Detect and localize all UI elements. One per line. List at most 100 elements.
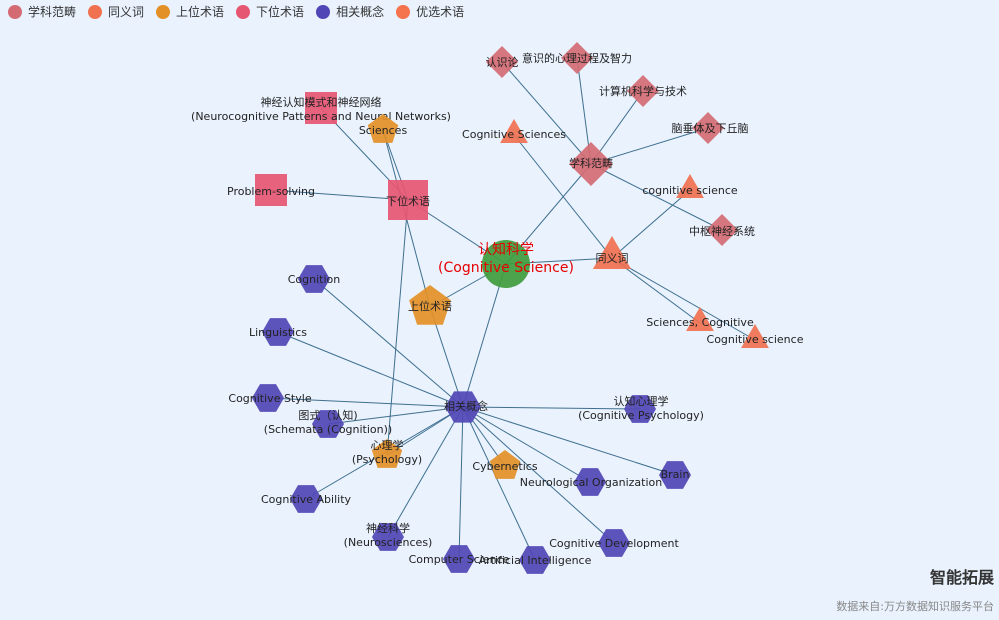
legend-dot-icon bbox=[316, 4, 331, 19]
hexagon-icon bbox=[290, 485, 322, 513]
brand-title: 智能拓展 bbox=[929, 568, 994, 587]
node-swsy[interactable]: 上位术语 bbox=[408, 285, 452, 325]
node-tyc[interactable]: 同义词 bbox=[592, 236, 632, 269]
node-schema[interactable]: 图式（认知)(Schemata (Cognition)) bbox=[264, 408, 392, 438]
hexagon-icon bbox=[252, 384, 284, 412]
node-label: Computer Science bbox=[409, 553, 510, 566]
triangle-icon bbox=[676, 174, 704, 198]
node-label: 心理学(Psychology) bbox=[352, 438, 422, 466]
node-cs3[interactable]: Sciences, Cognitive bbox=[646, 307, 754, 331]
node-label: Artificial Intelligence bbox=[479, 554, 592, 567]
node-rzxl[interactable]: 认知心理学(Cognitive Psychology) bbox=[578, 394, 704, 423]
node-sci[interactable]: Sciences bbox=[359, 114, 408, 143]
square-icon bbox=[388, 180, 428, 220]
node-xkfc[interactable]: 学科范畴 bbox=[569, 142, 613, 186]
node-label: Linguistics bbox=[249, 326, 307, 339]
node-brain[interactable]: Brain bbox=[659, 461, 691, 489]
node-center[interactable]: 认知科学(Cognitive Science) bbox=[438, 240, 574, 288]
legend-label: 下位术语 bbox=[256, 5, 305, 19]
node-label: 计算机科学与技术 bbox=[599, 84, 687, 98]
diamond-icon bbox=[486, 46, 518, 78]
node-label: 学科范畴 bbox=[569, 156, 613, 170]
pentagon-icon bbox=[409, 285, 451, 325]
edge-xwsy-xlx bbox=[386, 199, 409, 456]
node-label: Cognitive Sciences bbox=[462, 128, 566, 141]
triangle-icon bbox=[686, 307, 714, 331]
node-cab[interactable]: Cognitive Ability bbox=[261, 485, 352, 513]
hexagon-icon bbox=[574, 468, 606, 496]
hexagon-icon bbox=[262, 318, 294, 346]
node-ps[interactable]: Problem-solving bbox=[227, 174, 315, 206]
legend-item-5[interactable]: 优选术语 bbox=[396, 3, 464, 20]
edge-xkfc-rsl bbox=[501, 61, 592, 165]
legend-item-2[interactable]: 上位术语 bbox=[156, 3, 224, 20]
hexagon-icon bbox=[443, 545, 475, 573]
node-zsj[interactable]: 中枢神经系统 bbox=[689, 214, 755, 246]
legend-item-1[interactable]: 同义词 bbox=[88, 3, 144, 20]
node-ncq[interactable]: 脑垂体及下丘脑 bbox=[672, 112, 749, 144]
node-label: cognitive science bbox=[642, 184, 738, 197]
node-comp[interactable]: Computer Science bbox=[409, 545, 510, 573]
diamond-icon bbox=[569, 142, 613, 186]
node-cdev[interactable]: Cognitive Development bbox=[549, 529, 679, 557]
legend-item-4[interactable]: 相关概念 bbox=[316, 3, 384, 20]
legend-dot-icon bbox=[8, 4, 22, 19]
hexagon-icon bbox=[312, 410, 344, 438]
hexagon-icon bbox=[624, 395, 656, 423]
edge-tyc-cs2 bbox=[611, 189, 691, 259]
node-jsj[interactable]: 计算机科学与技术 bbox=[599, 75, 687, 107]
diamond-icon bbox=[706, 214, 738, 246]
edge-xggn-cog bbox=[313, 278, 464, 408]
legend-label: 相关概念 bbox=[336, 5, 385, 19]
hexagon-icon bbox=[298, 265, 330, 293]
legend: 学科范畴 同义词 上位术语 下位术语 相关概念 优选术语 bbox=[8, 3, 464, 20]
circle-icon bbox=[482, 240, 530, 288]
node-xggn[interactable]: 相关概念 bbox=[444, 391, 488, 423]
node-label: 神经科学(Neurosciences) bbox=[344, 521, 433, 549]
square-icon bbox=[305, 92, 337, 124]
legend-dot-icon bbox=[88, 4, 103, 19]
edge-xggn-norg bbox=[462, 406, 591, 483]
node-norg[interactable]: Neurological Organization bbox=[520, 468, 662, 496]
node-cs4[interactable]: Cognitive science bbox=[707, 324, 804, 348]
node-label: 认知科学(Cognitive Science) bbox=[438, 241, 574, 276]
node-label: Cognition bbox=[288, 273, 341, 286]
node-cs1[interactable]: Cognitive Sciences bbox=[462, 119, 566, 143]
node-rsl[interactable]: 认识论 bbox=[486, 46, 519, 78]
node-cstyle[interactable]: Cognitive Style bbox=[228, 384, 312, 412]
node-label: Sciences, Cognitive bbox=[646, 316, 754, 329]
graph-nodes: 认知科学(Cognitive Science) 学科范畴 认识论意识的心理过程及智力… bbox=[191, 42, 804, 574]
pentagon-icon bbox=[367, 114, 399, 143]
legend-dot-icon bbox=[396, 4, 411, 19]
legend-label: 优选术语 bbox=[416, 5, 465, 19]
node-sjrz[interactable]: 神经认知模式和神经网络(Neurocognitive Patterns and … bbox=[191, 92, 451, 124]
legend-label: 同义词 bbox=[108, 5, 145, 19]
node-xwsy[interactable]: 下位术语 bbox=[386, 180, 430, 220]
node-neuro[interactable]: 神经科学(Neurosciences) bbox=[344, 521, 433, 551]
node-label: Cognitive Style bbox=[228, 392, 311, 405]
node-cog[interactable]: Cognition bbox=[288, 265, 341, 293]
edge-tyc-cs4 bbox=[611, 257, 756, 341]
node-ysdx[interactable]: 意识的心理过程及智力 bbox=[522, 42, 632, 74]
triangle-icon bbox=[741, 324, 769, 348]
node-label: 中枢神经系统 bbox=[689, 224, 755, 238]
edge-xggn-brain bbox=[462, 406, 676, 476]
node-cyb[interactable]: Cybernetics bbox=[472, 450, 538, 479]
hexagon-icon bbox=[598, 529, 630, 557]
node-xlx[interactable]: 心理学(Psychology) bbox=[352, 438, 422, 468]
node-ai[interactable]: Artificial Intelligence bbox=[479, 546, 592, 574]
diamond-icon bbox=[561, 42, 593, 74]
node-label: Brain bbox=[661, 468, 690, 481]
edge-xggn-ling bbox=[277, 331, 464, 408]
diamond-icon bbox=[692, 112, 724, 144]
legend-label: 上位术语 bbox=[176, 5, 225, 19]
edge-xkfc-zsj bbox=[590, 163, 723, 231]
legend-item-3[interactable]: 下位术语 bbox=[236, 3, 304, 20]
legend-item-0[interactable]: 学科范畴 bbox=[8, 3, 76, 20]
node-ling[interactable]: Linguistics bbox=[249, 318, 307, 346]
edge-xkfc-ncq bbox=[590, 127, 709, 165]
node-cs2[interactable]: cognitive science bbox=[642, 174, 738, 198]
hexagon-icon bbox=[659, 461, 691, 489]
pentagon-icon bbox=[489, 450, 521, 479]
